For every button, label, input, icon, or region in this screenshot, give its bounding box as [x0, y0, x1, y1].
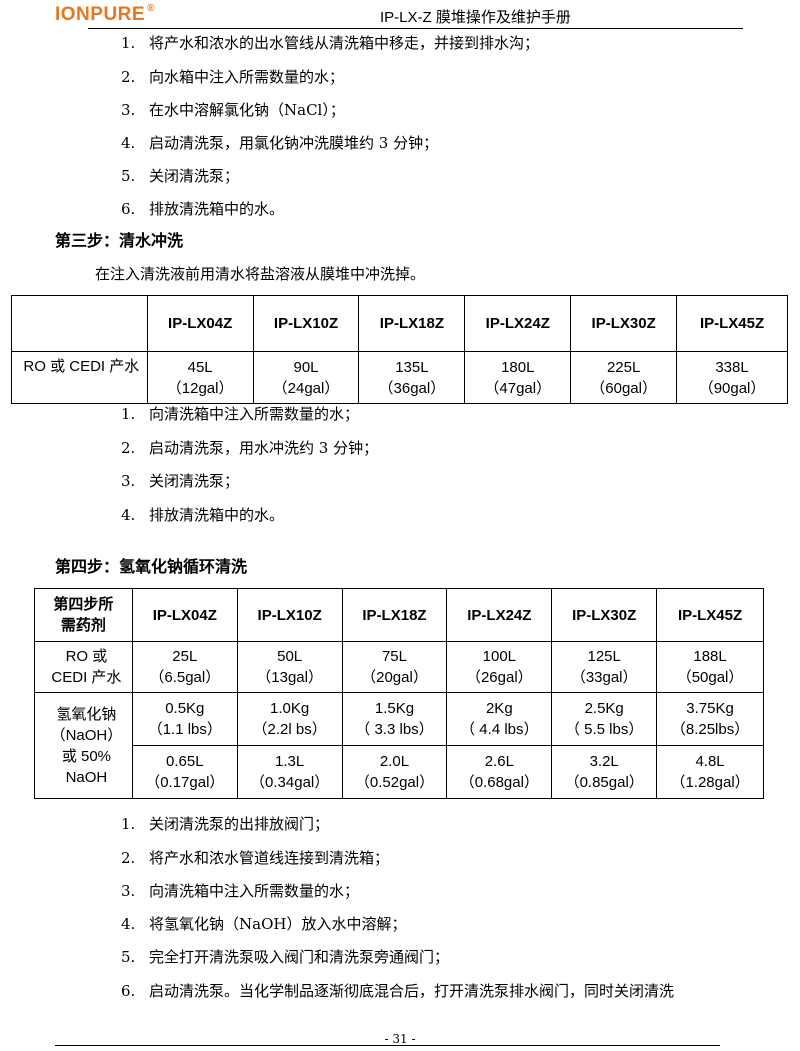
table-cell: 1.5Kg（ 3.3 lbs）	[341, 692, 448, 746]
table-cell: 225L（60gal）	[570, 351, 678, 404]
table-header-cell: IP-LX24Z	[464, 295, 572, 352]
list-item: 4.将氢氧化钠（NaOH）放入水中溶解；	[121, 915, 407, 933]
list-item: 1.将产水和浓水的出水管线从清洗箱中移走，并接到排水沟；	[121, 34, 540, 52]
table-cell: 50L（13gal）	[236, 641, 343, 693]
table-header-cell: IP-LX24Z	[446, 588, 553, 642]
list-item: 5.关闭清洗泵；	[121, 167, 240, 185]
table-header-cell: IP-LX18Z	[358, 295, 466, 352]
table-cell: 4.8L（1.28gal）	[656, 745, 764, 799]
list-item: 2.启动清洗泵，用水冲洗约 3 分钟；	[121, 439, 379, 457]
table-cell: 2.0L（0.52gal）	[341, 745, 448, 799]
section-title-step4: 第四步：氢氧化钠循环清洗	[55, 557, 248, 576]
table-header-cell: IP-LX45Z	[656, 588, 764, 642]
table-cell: 90L（24gal）	[252, 351, 360, 404]
table-cell: 0.5Kg（1.1 lbs）	[131, 692, 238, 746]
step3-description: 在注入清洗液前用清水将盐溶液从膜堆中冲洗掉。	[95, 265, 426, 283]
list-item: 1.关闭清洗泵的出排放阀门；	[121, 815, 330, 833]
list-item: 3.向清洗箱中注入所需数量的水；	[121, 882, 360, 900]
ionpure-logo: IONPURE®	[55, 2, 155, 25]
table-header-cell: IP-LX45Z	[676, 295, 788, 352]
list-item: 4.排放清洗箱中的水。	[121, 506, 285, 524]
table-cell: 1.0Kg（2.2l bs）	[236, 692, 343, 746]
table-cell: 338L（90gal）	[676, 351, 788, 404]
table-header-cell	[11, 295, 148, 352]
row-label: RO 或 CEDI 产水	[11, 351, 148, 404]
table-cell: 0.65L（0.17gal）	[131, 745, 238, 799]
section-title-step3: 第三步：清水冲洗	[55, 231, 184, 250]
table-header-cell: IP-LX30Z	[551, 588, 658, 642]
table-header-cell: IP-LX04Z	[146, 295, 254, 352]
list-item: 1.向清洗箱中注入所需数量的水；	[121, 405, 360, 423]
naoh-table: 第四步所需药剂 IP-LX04Z IP-LX10Z IP-LX18Z IP-LX…	[34, 588, 764, 799]
table-cell: 2.6L（0.68gal）	[446, 745, 553, 799]
table-cell: 1.3L（0.34gal）	[236, 745, 343, 799]
table-cell: 3.75Kg（8.25lbs）	[656, 692, 764, 746]
table-cell: 25L（6.5gal）	[131, 641, 238, 693]
table-header-cell: IP-LX04Z	[131, 588, 238, 642]
table-header-cell: IP-LX10Z	[252, 295, 360, 352]
page-header: IONPURE® IP-LX-Z 膜堆操作及维护手册	[0, 0, 800, 30]
corner-header: 第四步所需药剂	[34, 588, 133, 642]
list-item: 6.启动清洗泵。当化学制品逐渐彻底混合后，打开清洗泵排水阀门，同时关闭清洗	[121, 982, 675, 1000]
header-divider	[88, 28, 743, 29]
list-item: 4.启动清洗泵，用氯化钠冲洗膜堆约 3 分钟；	[121, 134, 439, 152]
table-cell: 3.2L（0.85gal）	[551, 745, 658, 799]
row-label: 氢氧化钠（NaOH）或 50%NaOH	[34, 692, 133, 799]
document-title: IP-LX-Z 膜堆操作及维护手册	[380, 9, 571, 26]
table-cell: 75L（20gal）	[341, 641, 448, 693]
footer-divider	[55, 1045, 720, 1046]
rinse-water-table: IP-LX04Z IP-LX10Z IP-LX18Z IP-LX24Z IP-L…	[11, 295, 788, 404]
list-item: 2.将产水和浓水管道线连接到清洗箱；	[121, 849, 390, 867]
table-cell: 100L（26gal）	[446, 641, 553, 693]
list-item: 3.关闭清洗泵；	[121, 472, 240, 490]
table-header-cell: IP-LX30Z	[570, 295, 678, 352]
table-header-cell: IP-LX18Z	[341, 588, 448, 642]
table-cell: 125L（33gal）	[551, 641, 658, 693]
table-cell: 188L（50gal）	[656, 641, 764, 693]
list-item: 2.向水箱中注入所需数量的水；	[121, 68, 345, 86]
table-cell: 45L（12gal）	[146, 351, 254, 404]
page-number: - 31 -	[384, 1032, 416, 1046]
table-header-cell: IP-LX10Z	[236, 588, 343, 642]
list-item: 5.完全打开清洗泵吸入阀门和清洗泵旁通阀门；	[121, 948, 450, 966]
list-item: 3.在水中溶解氯化钠（NaCl）；	[121, 101, 345, 119]
table-cell: 2Kg（ 4.4 lbs）	[446, 692, 553, 746]
table-cell: 2.5Kg（ 5.5 lbs）	[551, 692, 658, 746]
table-cell: 135L（36gal）	[358, 351, 466, 404]
list-item: 6.排放清洗箱中的水。	[121, 200, 285, 218]
table-cell: 180L（47gal）	[464, 351, 572, 404]
